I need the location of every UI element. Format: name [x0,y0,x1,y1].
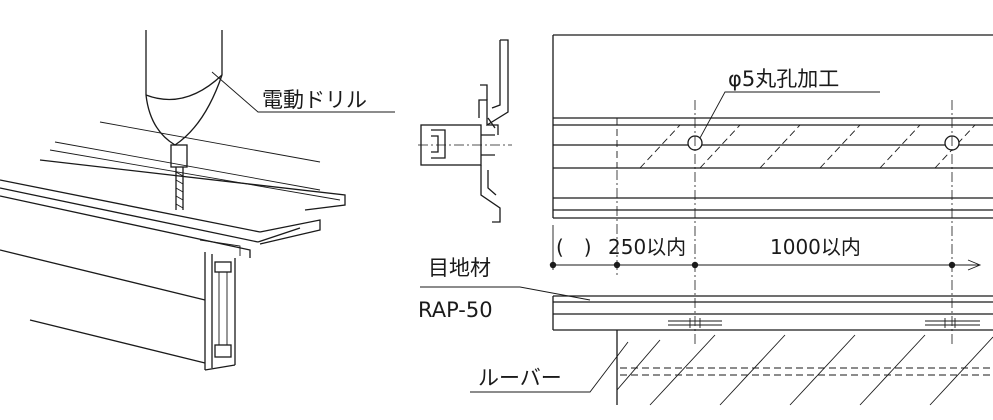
hole-leader-line [699,91,880,139]
drill-leader-line [211,71,395,113]
hole-label: φ5丸孔加工 [728,67,839,91]
isometric-drilling-view [0,30,346,371]
joint-material-label: 目地材 [428,256,491,280]
louver-body [0,249,236,371]
dim-second-label: 1000以内 [770,235,861,259]
cross-section-profile [418,39,512,223]
dim-paren-label: ( ) [556,235,592,259]
joint-material-strip [552,295,993,331]
elevation-view: φ5丸孔加工 ( ) 250以内 1000以内 [549,34,993,406]
louver-label: ルーバー [478,366,562,390]
louver-section [616,330,993,406]
louver-leader-line [470,341,629,393]
louver-rails [0,121,346,258]
joint-model-label: RAP-50 [418,298,493,322]
drill-label: 電動ドリル [262,88,367,112]
joint-leader-line [420,286,591,301]
electric-drill [145,30,223,210]
dimension-line [549,225,982,271]
hatch-upper [639,124,976,169]
dim-first-label: 250以内 [608,235,686,259]
